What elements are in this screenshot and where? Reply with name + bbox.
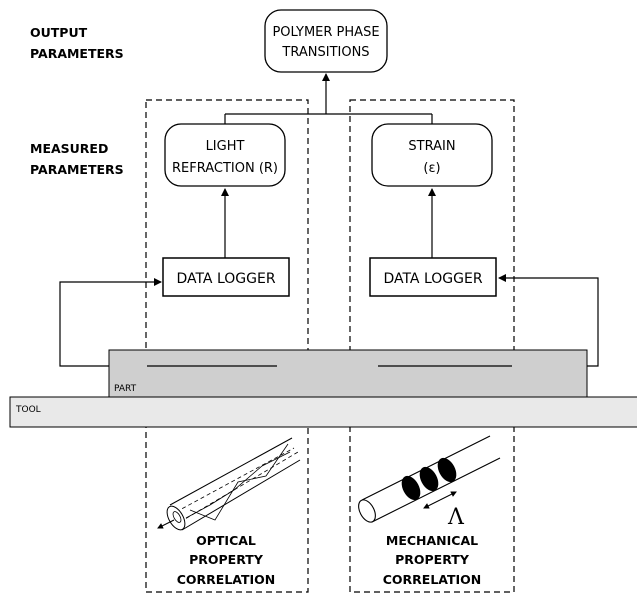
tool-label: TOOL xyxy=(15,405,41,415)
right-data-logger xyxy=(369,257,497,297)
right-data-logger-label: DATA LOGGER xyxy=(383,271,482,287)
optical-fiber-illustration xyxy=(157,437,301,531)
tool-bar xyxy=(9,396,637,428)
optical-label-line3: CORRELATION xyxy=(177,572,276,587)
output-box-line2: TRANSITIONS xyxy=(281,45,369,60)
left-data-logger xyxy=(162,257,290,297)
strain-box-line1: STRAIN xyxy=(408,139,455,154)
mechanical-label-line2: PROPERTY xyxy=(395,552,470,567)
optical-label-line2: PROPERTY xyxy=(189,552,264,567)
output-box-line1: POLYMER PHASE xyxy=(272,25,379,40)
grating-period-symbol: Λ xyxy=(447,505,465,530)
fiber-bragg-grating-illustration xyxy=(358,435,501,523)
mechanical-label-line3: CORRELATION xyxy=(383,572,482,587)
light-refraction-box xyxy=(164,123,286,187)
strain-box-line2: (ε) xyxy=(423,161,440,176)
light-box-line1: LIGHT xyxy=(206,139,245,154)
part-label: PART xyxy=(114,384,137,394)
part-block xyxy=(108,349,588,398)
mechanical-label-line1: MECHANICAL xyxy=(386,533,478,548)
left-data-logger-label: DATA LOGGER xyxy=(176,271,275,287)
output-label-line2: PARAMETERS xyxy=(30,46,124,61)
output-parameters-box xyxy=(264,9,388,73)
right-feedback-loop xyxy=(498,274,599,367)
strain-box xyxy=(371,123,493,187)
output-label-line1: OUTPUT xyxy=(30,25,88,40)
light-box-line2: REFRACTION (R) xyxy=(172,161,278,176)
measured-label-line2: PARAMETERS xyxy=(30,162,124,177)
optical-dashed-region xyxy=(145,99,309,593)
optical-label-line1: OPTICAL xyxy=(196,533,256,548)
mechanical-dashed-region xyxy=(349,99,515,593)
left-feedback-loop xyxy=(59,278,162,367)
measured-label-line1: MEASURED xyxy=(30,141,108,156)
